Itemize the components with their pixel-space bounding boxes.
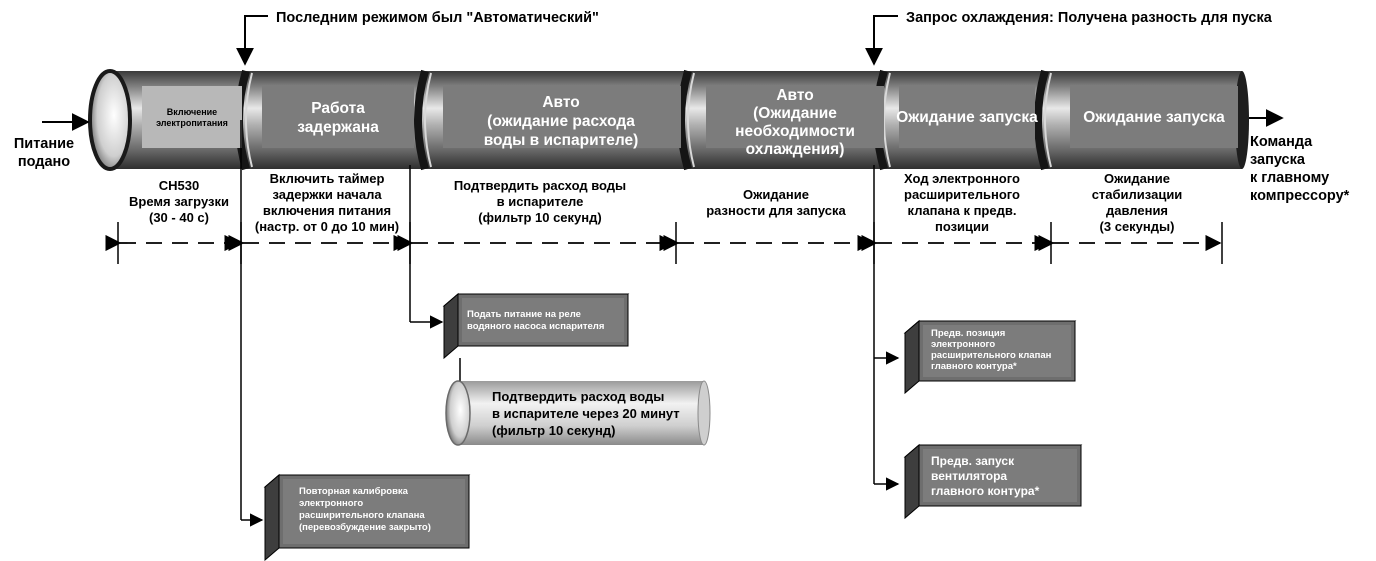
svg-text:Подтвердить расход воды: Подтвердить расход воды (492, 389, 664, 404)
svg-text:электропитания: электропитания (156, 118, 228, 128)
segment-6-label: Ожидание запуска (1083, 109, 1225, 126)
svg-text:Включение: Включение (167, 107, 217, 117)
svg-text:стабилизации: стабилизации (1092, 187, 1183, 202)
description-3: Подтвердить расход воды в испарителе (фи… (454, 178, 626, 225)
segment-1-label: Включение электропитания (156, 107, 228, 128)
svg-text:главного контура*: главного контура* (931, 484, 1040, 498)
svg-text:(30 - 40 с): (30 - 40 с) (149, 210, 209, 225)
power-applied-label: Питание подано (14, 113, 90, 170)
svg-text:Ожидание запуска: Ожидание запуска (1083, 109, 1225, 126)
svg-text:Подать питание на реле: Подать питание на реле (467, 309, 581, 320)
description-2: Включить таймер задержки начала включени… (255, 171, 399, 234)
svg-text:Время загрузки: Время загрузки (129, 194, 229, 209)
annotation-last-mode: Последним режимом был "Автоматический" (236, 10, 599, 66)
svg-text:расширительного клапана: расширительного клапана (299, 510, 425, 521)
svg-text:электронного: электронного (299, 498, 363, 509)
svg-text:расширительного клапан: расширительного клапан (931, 350, 1052, 361)
connector-pump (409, 165, 444, 329)
svg-text:в испарителе через 20 минут: в испарителе через 20 минут (492, 406, 680, 421)
svg-text:главного контура*: главного контура* (931, 361, 1017, 372)
svg-text:воды в испарителе): воды в испарителе) (484, 132, 639, 149)
svg-text:компрессору*: компрессору* (1250, 188, 1350, 204)
compressor-start-label: Команда запуска к главному компрессору* (1249, 109, 1350, 204)
connector-cooling (873, 165, 900, 491)
svg-text:Включить таймер: Включить таймер (270, 171, 385, 186)
segment-3-label: Авто (ожидание расхода воды в испарителе… (484, 94, 639, 149)
svg-text:к главному: к главному (1250, 170, 1329, 186)
svg-text:Ожидание: Ожидание (743, 187, 809, 202)
svg-text:Команда: Команда (1250, 134, 1313, 150)
svg-text:разности для запуска: разности для запуска (706, 203, 846, 218)
svg-text:включения питания: включения питания (263, 203, 391, 218)
segment-4-label: Авто (Ожидание необходимости охлаждения) (735, 87, 855, 158)
svg-text:Предв. запуск: Предв. запуск (931, 454, 1015, 468)
annotation-cooling-request: Запрос охлаждения: Получена разность для… (865, 10, 1273, 66)
annotation-cooling-request-text: Запрос охлаждения: Получена разность для… (906, 10, 1273, 26)
svg-text:Подтвердить расход воды: Подтвердить расход воды (454, 178, 626, 193)
segment-divider-highlight (424, 72, 432, 168)
svg-text:в испарителе: в испарителе (497, 194, 584, 209)
box-exv-preposition: Предв. позиция электронного расширительн… (903, 319, 1077, 395)
svg-text:CH530: CH530 (159, 178, 199, 193)
svg-text:электронного: электронного (931, 339, 995, 350)
description-1: CH530 Время загрузки (30 - 40 с) (129, 178, 229, 225)
segment-panel-5 (899, 86, 1035, 148)
svg-text:(фильтр 10 секунд): (фильтр 10 секунд) (492, 423, 615, 438)
segment-divider-highlight (687, 72, 695, 168)
svg-text:(фильтр 10 секунд): (фильтр 10 секунд) (478, 210, 601, 225)
svg-text:Ход электронного: Ход электронного (904, 171, 1020, 186)
svg-text:(перевозбуждение закрыто): (перевозбуждение закрыто) (299, 522, 431, 533)
svg-text:необходимости: необходимости (735, 123, 855, 140)
segment-panel-6 (1070, 86, 1238, 148)
svg-text:(3 секунды): (3 секунды) (1100, 219, 1175, 234)
description-4: Ожидание разности для запуска (706, 187, 846, 218)
svg-text:водяного насоса испарителя: водяного насоса испарителя (467, 321, 604, 332)
svg-text:вентилятора: вентилятора (931, 469, 1007, 483)
svg-text:Авто: Авто (776, 87, 813, 104)
svg-text:клапана к предв.: клапана к предв. (908, 203, 1017, 218)
segment-divider (677, 69, 692, 171)
svg-text:Ожидание: Ожидание (1104, 171, 1170, 186)
segment-panel-3 (443, 86, 681, 148)
svg-text:Повторная калибровка: Повторная калибровка (299, 486, 409, 497)
description-5: Ход электронного расширительного клапана… (904, 171, 1020, 234)
svg-text:(ожидание расхода: (ожидание расхода (487, 113, 635, 130)
segment-panel-2 (262, 86, 414, 148)
svg-text:задержки начала: задержки начала (272, 187, 382, 202)
box-pump-relay: Подать питание на реле водяного насоса и… (442, 292, 630, 360)
svg-text:расширительного: расширительного (904, 187, 1020, 202)
segment-panel-1 (142, 86, 242, 148)
svg-text:(настр. от 0 до 10 мин): (настр. от 0 до 10 мин) (255, 219, 399, 234)
segment-panel-4 (706, 86, 884, 148)
box-fan-prestart: Предв. запуск вентилятора главного конту… (903, 443, 1083, 520)
segment-divider (414, 69, 429, 171)
svg-text:Предв. позиция: Предв. позиция (931, 328, 1005, 339)
svg-text:подано: подано (18, 154, 70, 170)
svg-text:запуска: запуска (1250, 152, 1306, 168)
sub-cylinder-flow-confirm: Подтвердить расход воды в испарителе чер… (445, 380, 711, 446)
svg-text:Питание: Питание (14, 136, 74, 152)
segment-5-label: Ожидание запуска (896, 109, 1038, 126)
segment-2-label: Работа задержана (297, 100, 379, 136)
segment-divider (1034, 69, 1049, 171)
duration-dimension-lines (105, 222, 1223, 264)
connector-recal (240, 120, 264, 527)
svg-text:Авто: Авто (542, 94, 579, 111)
svg-text:задержана: задержана (297, 119, 379, 136)
svg-text:Ожидание запуска: Ожидание запуска (896, 109, 1038, 126)
description-6: Ожидание стабилизации давления (3 секунд… (1092, 171, 1183, 234)
annotation-last-mode-text: Последним режимом был "Автоматический" (276, 10, 599, 26)
segment-divider-highlight (245, 72, 253, 168)
svg-text:давления: давления (1106, 203, 1168, 218)
svg-text:позиции: позиции (935, 219, 989, 234)
svg-text:Работа: Работа (311, 100, 365, 117)
box-exv-recalibration: Повторная калибровка электронного расшир… (263, 473, 471, 561)
svg-text:охлаждения): охлаждения) (746, 141, 845, 158)
svg-text:(Ожидание: (Ожидание (753, 105, 837, 122)
segment-divider-highlight (1044, 72, 1052, 168)
